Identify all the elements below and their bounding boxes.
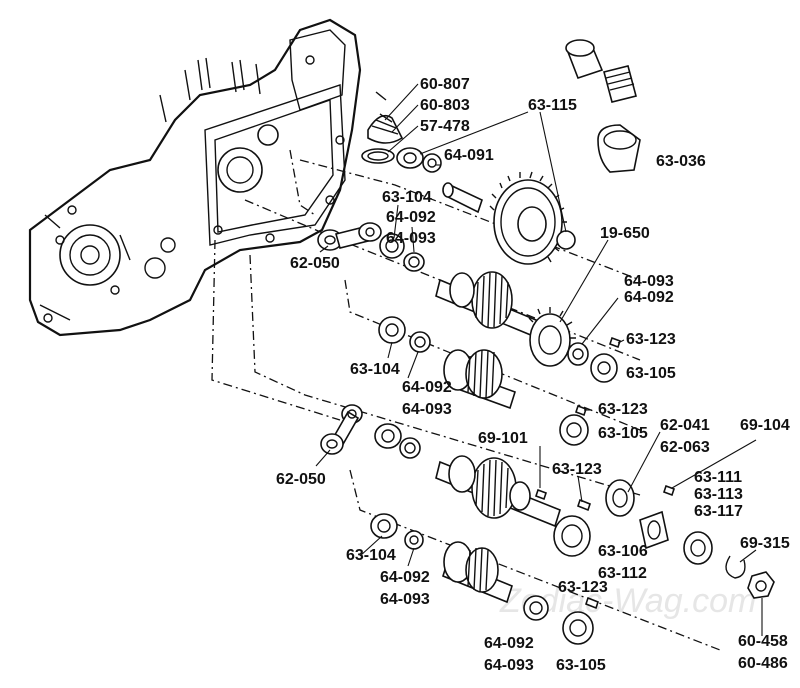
leader-lines <box>315 83 763 636</box>
part-countershaft-lower <box>442 541 513 604</box>
part-pins-row <box>559 404 589 446</box>
label-63-104-b: 63-104 <box>350 361 400 378</box>
label-60-486: 60-486 <box>738 655 788 672</box>
part-gear-62-041 <box>605 479 669 550</box>
label-62-063: 62-063 <box>660 439 710 456</box>
label-63-123-d: 63-123 <box>558 579 608 596</box>
label-60-803: 60-803 <box>420 97 470 114</box>
transmission-case <box>28 18 387 337</box>
label-64-092-a: 64-092 <box>386 209 436 226</box>
part-bearing-row4 <box>374 423 421 459</box>
label-64-092-d: 64-092 <box>380 569 430 586</box>
label-62-041: 62-041 <box>660 417 710 434</box>
label-63-105-c: 63-105 <box>556 657 606 674</box>
label-64-093-d: 64-093 <box>380 591 430 608</box>
label-64-092-b: 64-092 <box>624 289 674 306</box>
label-62-050-a: 62-050 <box>290 255 340 272</box>
label-19-650: 19-650 <box>600 225 650 242</box>
part-link-62-050-upper <box>317 222 382 251</box>
label-63-123-a: 63-123 <box>626 331 676 348</box>
part-key-69-104 <box>662 484 676 497</box>
part-bearing-row2 <box>567 336 622 383</box>
part-washer-bottom <box>523 595 549 621</box>
part-o-ring <box>361 148 395 164</box>
label-63-105-b: 63-105 <box>598 425 648 442</box>
part-pin-63-123-bottom <box>585 596 599 610</box>
label-64-092-e: 64-092 <box>484 635 534 652</box>
part-gear-63-115 <box>489 171 576 265</box>
label-64-093-a: 64-093 <box>386 230 436 247</box>
part-pin-63-123 <box>577 498 591 512</box>
label-64-093-c: 64-093 <box>402 401 452 418</box>
part-nut-64-091 <box>396 147 442 173</box>
part-labels: 60-807 60-803 57-478 63-115 64-091 63-03… <box>276 76 790 674</box>
part-circlip-69-315 <box>725 555 746 579</box>
label-62-050-b: 62-050 <box>276 471 326 488</box>
part-gear-cluster-lower <box>435 455 561 528</box>
alignment-lines <box>211 149 721 651</box>
part-key-69-101 <box>534 488 548 501</box>
label-63-106: 63-106 <box>598 543 648 560</box>
label-64-092-c: 64-092 <box>402 379 452 396</box>
part-nut-60-458 <box>747 571 775 599</box>
label-64-093-e: 64-093 <box>484 657 534 674</box>
label-64-093-b: 64-093 <box>624 273 674 290</box>
label-63-105-a: 63-105 <box>626 365 676 382</box>
part-pin <box>442 182 483 214</box>
label-63-117: 63-117 <box>694 503 743 520</box>
label-63-036: 63-036 <box>656 153 706 170</box>
label-63-104-a: 63-104 <box>382 189 432 206</box>
label-63-113: 63-113 <box>694 486 743 503</box>
label-69-101: 69-101 <box>478 430 528 447</box>
label-60-807: 60-807 <box>420 76 470 93</box>
part-mainshaft <box>435 271 576 367</box>
label-64-091: 64-091 <box>444 147 494 164</box>
part-bushings-63-036 <box>565 39 641 173</box>
label-63-123-c: 63-123 <box>552 461 602 478</box>
part-link-62-050-lower <box>320 404 363 455</box>
part-bearing-63-106 <box>553 515 591 557</box>
label-63-104-c: 63-104 <box>346 547 396 564</box>
label-69-315: 69-315 <box>740 535 790 552</box>
part-countershaft <box>443 349 516 410</box>
label-63-123-b: 63-123 <box>598 401 648 418</box>
part-bearing-row3 <box>378 316 431 353</box>
part-bearing-63-111 <box>683 531 713 565</box>
label-63-112: 63-112 <box>598 565 647 582</box>
part-bearing-row5 <box>370 513 424 550</box>
label-57-478: 57-478 <box>420 118 470 135</box>
part-filter-cone <box>367 113 404 144</box>
label-60-458: 60-458 <box>738 633 788 650</box>
label-63-111: 63-111 <box>694 469 742 486</box>
part-bearing-63-105-bottom <box>562 611 594 645</box>
label-69-104: 69-104 <box>740 417 790 434</box>
label-63-115: 63-115 <box>528 97 577 114</box>
part-bearing-row1 <box>379 233 425 272</box>
